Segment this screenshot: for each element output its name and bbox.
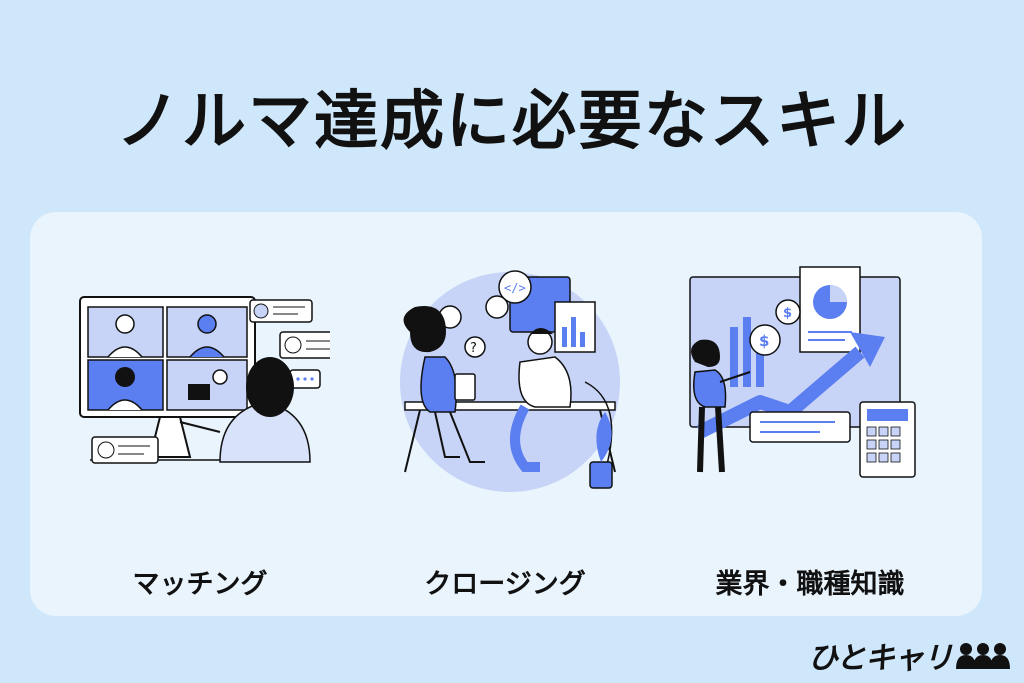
skill-closing: </> ? クロージング [375, 262, 635, 600]
brand-logo: ひとキャリ [807, 635, 1010, 676]
video-call-illustration [79, 296, 330, 464]
svg-text:$: $ [783, 306, 792, 321]
skills-card: マッチング </> ? [30, 212, 982, 616]
brand-logo-text: ひとキャリ [807, 641, 953, 676]
growth-chart-illustration: $ $ [689, 266, 916, 478]
skill-matching: マッチング [70, 262, 330, 600]
svg-text:</>: </> [504, 281, 526, 295]
svg-text:$: $ [759, 332, 769, 350]
page-title: ノルマ達成に必要なスキル [116, 85, 908, 159]
skill-label-closing: クロージング [424, 569, 586, 600]
svg-text:?: ? [470, 341, 477, 356]
meeting-illustration: </> ? [400, 270, 620, 492]
skill-label-matching: マッチング [132, 569, 268, 600]
people-icon [956, 643, 1010, 669]
skill-label-industry-knowledge: 業界・職種知識 [715, 569, 905, 600]
skill-industry-knowledge: $ $ 業界・職種知識 [680, 262, 940, 600]
